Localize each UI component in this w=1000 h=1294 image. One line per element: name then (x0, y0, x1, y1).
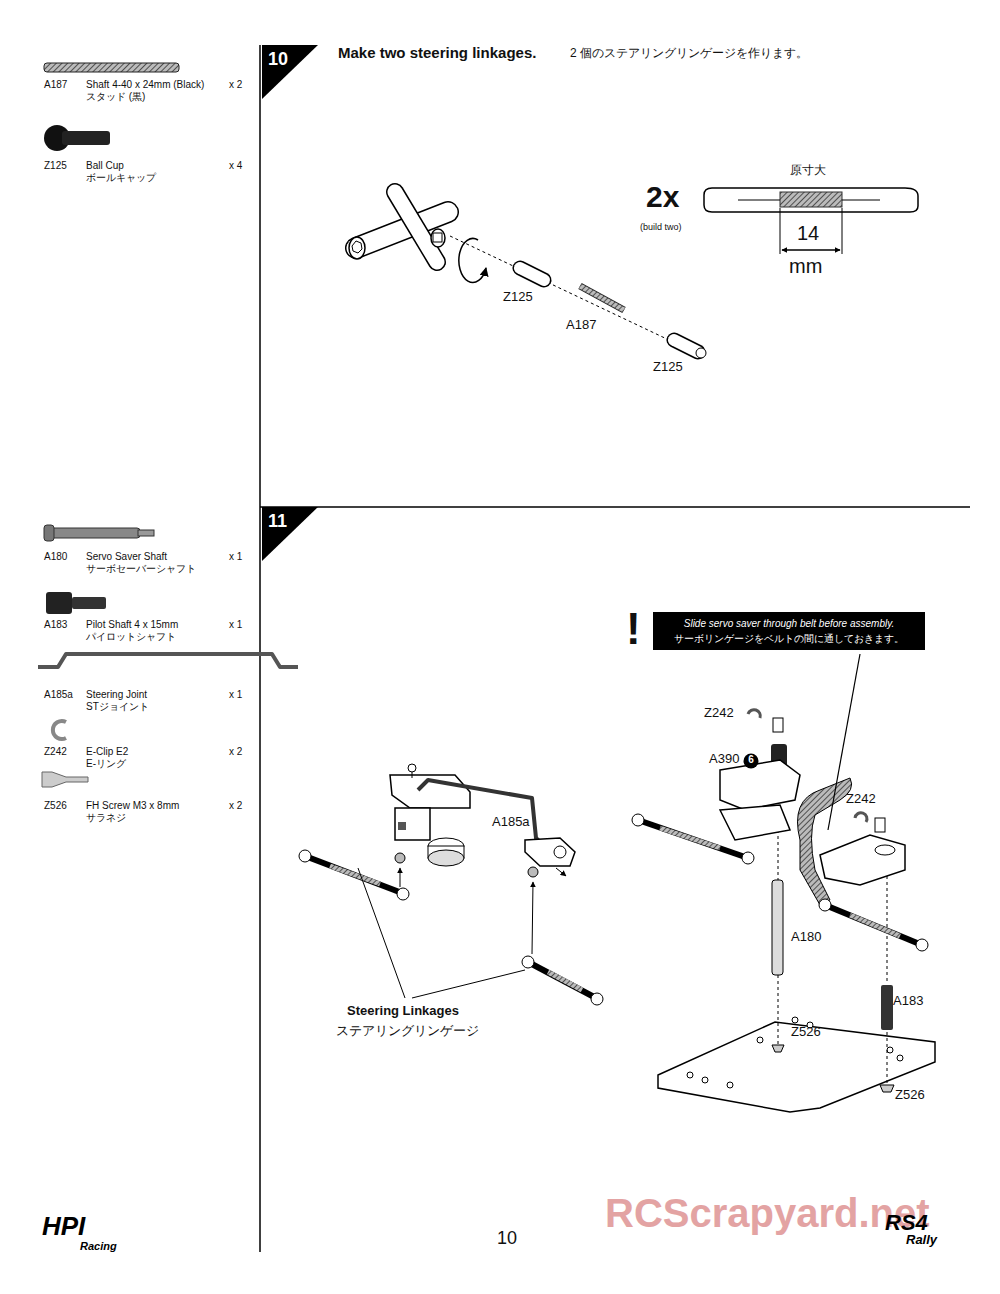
part-label: Z526 (895, 1088, 925, 1103)
part-label: パイロットシャフト (86, 631, 176, 643)
part-label: Ball Cup (86, 160, 124, 172)
part-label: A185a (44, 689, 73, 701)
part-label: x 2 (229, 746, 242, 758)
warning-text: サーボリンゲージをベルトの間に通しておきます。 (661, 631, 917, 646)
watermark: RCScrapyard.net (605, 1190, 930, 1236)
part-label: FH Screw M3 x 8mm (86, 800, 179, 812)
callout-number: 6 (744, 754, 758, 766)
part-label: (build two) (640, 222, 682, 232)
part-label: x 1 (229, 619, 242, 631)
part-label: サーボセーバーシャフト (86, 563, 196, 575)
part-label: Z526 (44, 800, 67, 812)
part-label: A180 (44, 551, 67, 563)
part-label: Z526 (791, 1025, 821, 1040)
part-label: 原寸大 (790, 164, 826, 178)
part-label: mm (789, 255, 822, 278)
part-label: E-Clip E2 (86, 746, 128, 758)
part-label: 2 個のステアリングリンゲージを作ります。 (570, 47, 808, 61)
step-badge: 11 (262, 507, 318, 561)
part-label: x 1 (229, 551, 242, 563)
part-label: A390 (709, 752, 739, 767)
part-label: x 2 (229, 79, 242, 91)
part-label: A183 (44, 619, 67, 631)
part-label: Z125 (653, 360, 683, 375)
part-label: Z242 (44, 746, 67, 758)
logo-text: RS4 (885, 1210, 928, 1235)
step-badge: 10 (262, 45, 318, 99)
part-label: A180 (791, 930, 821, 945)
part-label: Z125 (503, 290, 533, 305)
part-label: A187 (566, 318, 596, 333)
logo-text: Rally (906, 1233, 937, 1248)
part-label: 10 (497, 1228, 517, 1249)
part-label: x 2 (229, 800, 242, 812)
part-label: ボールキャップ (86, 172, 156, 184)
part-label: Steering Joint (86, 689, 147, 701)
part-label: Servo Saver Shaft (86, 551, 167, 563)
part-label: A187 (44, 79, 67, 91)
part-label: 2x (646, 180, 679, 215)
part-label: ステアリングリンゲージ (336, 1024, 479, 1039)
part-label: スタッド (黒) (86, 91, 145, 103)
part-label: サラネジ (86, 812, 126, 824)
part-label: x 1 (229, 689, 242, 701)
part-label: A185a (492, 815, 530, 830)
part-label: STジョイント (86, 701, 149, 713)
step-number: 10 (262, 45, 318, 70)
part-label: Z242 (704, 706, 734, 721)
part-label: Pilot Shaft 4 x 15mm (86, 619, 178, 631)
part-label: Steering Linkages (347, 1004, 459, 1019)
warning-box: Slide servo saver through belt before as… (653, 612, 925, 650)
part-label: Shaft 4-40 x 24mm (Black) (86, 79, 204, 91)
part-label: x 4 (229, 160, 242, 172)
part-label: Z125 (44, 160, 67, 172)
part-label: A183 (893, 994, 923, 1009)
part-label: E-リング (86, 758, 126, 770)
logo-text: Racing (80, 1240, 117, 1253)
part-label: 14 (797, 222, 819, 245)
step-number: 11 (262, 507, 318, 532)
logo-text: HPI (42, 1212, 85, 1242)
part-label: Make two steering linkages. (338, 44, 536, 61)
part-label: ! (626, 604, 641, 655)
warning-text: Slide servo saver through belt before as… (661, 616, 917, 631)
part-label: Z242 (846, 792, 876, 807)
